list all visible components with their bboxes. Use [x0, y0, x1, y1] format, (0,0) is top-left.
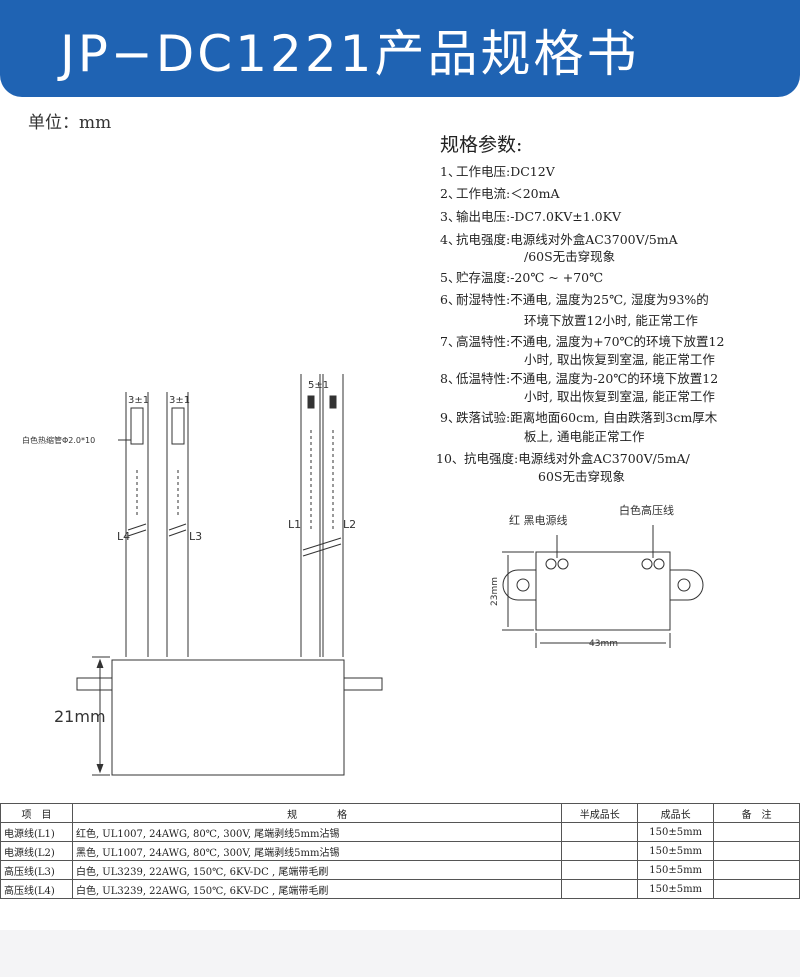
col-length: 成品长	[637, 803, 715, 823]
dim-5: 5±1	[308, 380, 329, 391]
spec-item: 3、输出电压:-DC7.0KV±1.0KV	[440, 209, 621, 224]
technical-drawing: 3±1 3±1 5±1 白色热缩管Φ2.0*10 L4 L3 L1 L2 21m…	[22, 374, 704, 776]
wire-L1-L2	[300, 374, 344, 657]
mount-tab-right	[343, 677, 383, 691]
spec-item: 1、工作电压:DC12V	[440, 164, 555, 179]
wire-spec-table: 项 目 规 格 半成品长 成品长 备 注 电源线(L1) 红色, UL1007,…	[0, 803, 800, 899]
spec-item-cont: 环境下放置12小时, 能正常工作	[524, 313, 698, 328]
table-header-row: 项 目 规 格 半成品长 成品长 备 注	[0, 803, 800, 823]
label-21mm: 21mm	[54, 707, 106, 726]
spec-sheet	[0, 97, 800, 897]
label-L2: L2	[343, 518, 356, 531]
col-semi-length: 半成品长	[561, 803, 639, 823]
spec-item: 4、抗电强度:电源线对外盒AC3700V/5mA	[440, 232, 678, 247]
wire-L4	[125, 392, 149, 657]
module-body	[111, 659, 345, 776]
label-23mm: 23mm	[490, 577, 500, 606]
label-red-black: 红 黑电源线	[509, 513, 568, 527]
mount-tab-left	[76, 677, 113, 691]
label-white-wire: 白色高压线	[619, 503, 674, 517]
label-L1: L1	[288, 518, 301, 531]
label-43mm: 43mm	[589, 639, 618, 649]
table-row: 高压线(L4) 白色, UL3239, 22AWG, 150℃, 6KV-DC …	[0, 879, 800, 899]
top-view	[502, 525, 704, 648]
unit-label: 单位：mm	[28, 113, 112, 133]
spec-item-cont: /60S无击穿现象	[524, 249, 616, 264]
table-row: 电源线(L1) 红色, UL1007, 24AWG, 80℃, 300V, 尾端…	[0, 822, 800, 842]
footer-band	[0, 930, 800, 977]
spec-item: 5、贮存温度:-20℃ ~ +70℃	[440, 270, 604, 285]
dim-3a: 3±1	[128, 395, 149, 406]
label-L4: L4	[117, 530, 130, 543]
spec-item-cont: 60S无击穿现象	[538, 469, 625, 484]
label-L3: L3	[189, 530, 202, 543]
col-note: 备 注	[713, 803, 800, 823]
spec-item: 9、跌落试验:距离地面60cm, 自由跌落到3cm厚木	[440, 410, 718, 425]
dim-3b: 3±1	[169, 395, 190, 406]
spec-item-cont: 板上, 通电能正常工作	[524, 429, 645, 444]
spec-item: 6、耐湿特性:不通电, 温度为25℃, 湿度为93%的	[440, 292, 709, 307]
spec-parameters-title: 规格参数:	[440, 134, 523, 156]
spec-item: 8、低温特性:不通电, 温度为-20℃的环境下放置12	[440, 371, 719, 386]
sleeve-label: 白色热缩管Φ2.0*10	[22, 435, 95, 445]
spec-item-cont: 小时, 取出恢复到室温, 能正常工作	[524, 352, 715, 367]
col-item: 项 目	[0, 803, 73, 823]
spec-item: 7、高温特性:不通电, 温度为+70℃的环境下放置12	[440, 334, 725, 349]
table-row: 电源线(L2) 黑色, UL1007, 24AWG, 80℃, 300V, 尾端…	[0, 841, 800, 861]
spec-item: 2、工作电流:＜20mA	[440, 186, 560, 201]
spec-parameters: 规格参数: 1、工作电压:DC12V 2、工作电流:＜20mA 3、输出电压:-…	[436, 130, 800, 484]
col-spec: 规 格	[71, 803, 563, 823]
wire-L3	[166, 392, 189, 657]
table-row: 高压线(L3) 白色, UL3239, 22AWG, 150℃, 6KV-DC …	[0, 860, 800, 880]
spec-item-cont: 小时, 取出恢复到室温, 能正常工作	[524, 389, 715, 404]
title-banner: JP−DC1221产品规格书	[0, 0, 800, 97]
page-title: JP−DC1221产品规格书	[60, 25, 640, 83]
spec-item: 10、抗电强度:电源线对外盒AC3700V/5mA/	[436, 451, 690, 466]
